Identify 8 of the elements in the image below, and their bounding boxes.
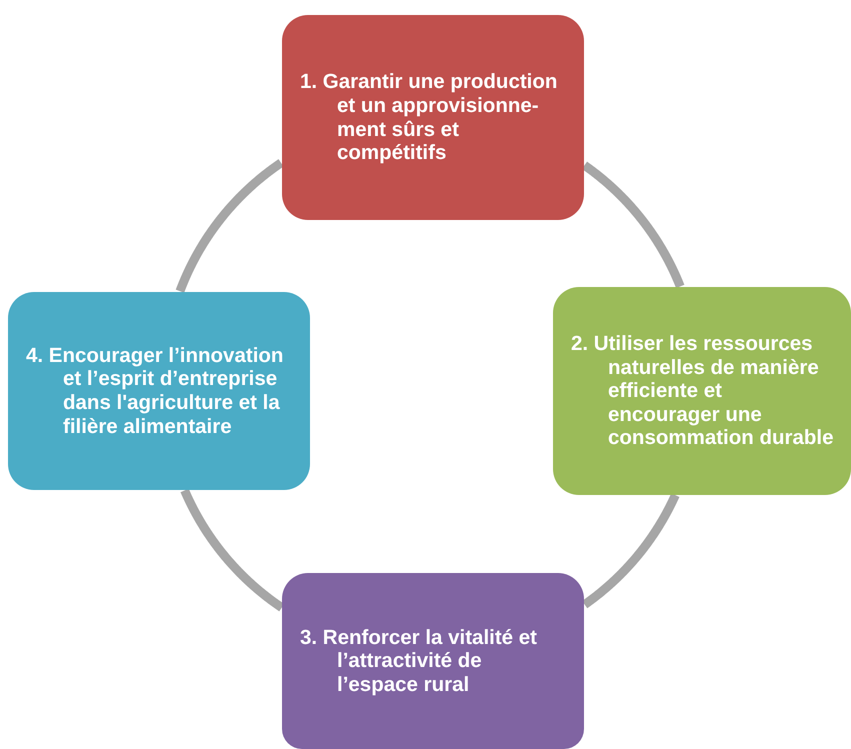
rounded-box [553, 287, 851, 495]
rounded-box [282, 15, 584, 220]
box-text: 1. Garantir une production et un approvisionne-ment sûrs et compétitifs [300, 70, 558, 165]
rounded-box [8, 292, 310, 490]
box-text: 4. Encourager l’innovation et l’esprit d’entreprise dans l'agriculture et la filière alimentaire [26, 344, 284, 438]
rounded-box [282, 573, 584, 749]
box-text: 2. Utiliser les ressources naturelles de manière efficiente et encourager une consommation durable [571, 332, 835, 450]
box-text: 3. Renforcer la vitalité et l’attractivité de l’espace rural [300, 626, 538, 696]
